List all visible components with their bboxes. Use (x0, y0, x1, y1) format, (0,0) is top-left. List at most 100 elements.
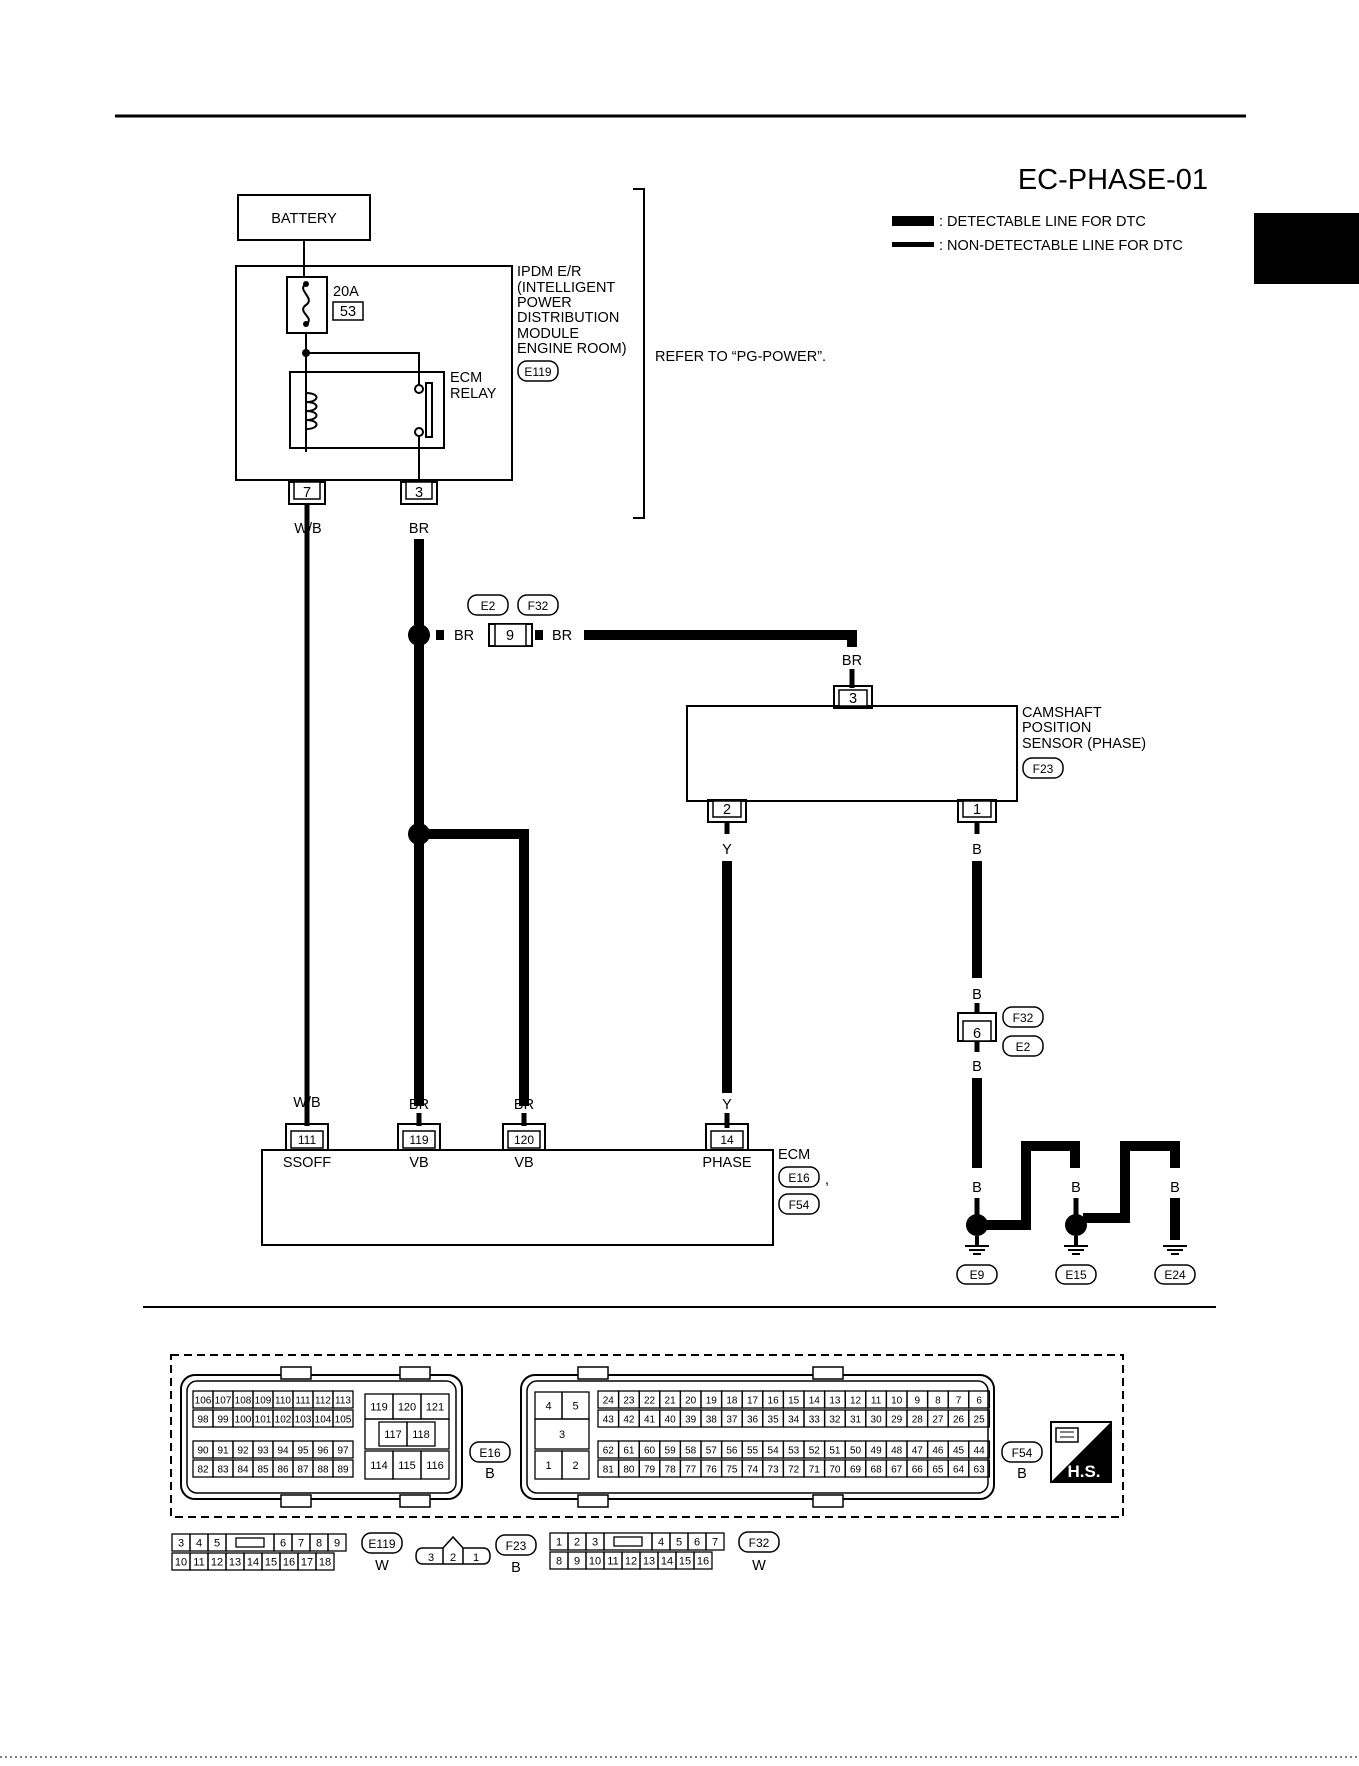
f54-pin-71: 71 (809, 1465, 821, 1476)
f54-pin-41: 41 (644, 1415, 656, 1426)
ecm-label: ECM (778, 1147, 810, 1163)
f32-pin-10: 10 (589, 1556, 601, 1568)
svg-text:F23: F23 (1033, 762, 1054, 776)
e16-pin-82: 82 (197, 1465, 209, 1476)
f23-pin-2: 2 (450, 1552, 456, 1564)
relay-box (289, 371, 445, 449)
svg-text:E2: E2 (481, 599, 496, 613)
f54-pin-74: 74 (747, 1465, 759, 1476)
f23-tag (495, 1534, 537, 1556)
legend-thin-line (892, 242, 934, 247)
f23-color: B (511, 1560, 521, 1576)
f54-pin-57: 57 (706, 1446, 718, 1457)
e16-pin-101: 101 (255, 1415, 272, 1426)
e16-pin-85: 85 (257, 1465, 269, 1476)
f54-pin-69: 69 (850, 1465, 862, 1476)
svg-text:E2: E2 (1016, 1040, 1031, 1054)
wire-color-y-top: Y (722, 842, 732, 858)
svg-text:ENGINE ROOM): ENGINE ROOM) (517, 341, 627, 357)
e16-pin-114: 114 (370, 1460, 388, 1472)
f54-pin-56: 56 (726, 1446, 738, 1457)
e16-pin-96: 96 (317, 1446, 329, 1457)
e16-pin-93: 93 (257, 1446, 269, 1457)
f54-pin-51: 51 (829, 1446, 841, 1457)
svg-text:POSITION: POSITION (1022, 720, 1091, 736)
ground-splice-e15 (1065, 1214, 1087, 1236)
f54-pin-58: 58 (685, 1446, 697, 1457)
svg-text:(INTELLIGENT: (INTELLIGENT (517, 280, 615, 296)
f54-pin-35: 35 (768, 1415, 780, 1426)
e16-pin-99: 99 (217, 1415, 229, 1426)
wire-color-b-joint-top: B (972, 987, 982, 1003)
relay-coil (305, 392, 318, 430)
f54-pin-78: 78 (665, 1465, 677, 1476)
f54-pin-44-cell (968, 1440, 991, 1459)
e16-pin-109: 109 (255, 1396, 272, 1407)
f32-pin-8: 8 (556, 1556, 562, 1568)
e16-pin-107: 107 (215, 1396, 232, 1407)
e119-pin-6: 6 (280, 1538, 286, 1550)
f32-pin-16-cell (693, 1551, 713, 1570)
e16-pin-104: 104 (315, 1415, 332, 1426)
e16-pin-118-cell (406, 1421, 436, 1447)
e16-pin-102: 102 (275, 1415, 292, 1426)
f54-pin-3-cell (534, 1418, 590, 1450)
e16-pin-113-cell (332, 1390, 354, 1409)
f54-pin-21: 21 (665, 1396, 677, 1407)
f54-pin-54: 54 (768, 1446, 780, 1457)
wire-color-b-g2: B (1022, 1180, 1032, 1196)
f54-pin-1: 1 (545, 1460, 551, 1472)
svg-text:F32: F32 (528, 599, 549, 613)
connector-views-frame (170, 1354, 1124, 1518)
e16-pin-117: 117 (384, 1429, 402, 1441)
e16-pin-83: 83 (217, 1465, 229, 1476)
splice-br-upper (408, 624, 430, 646)
f54-pin-70: 70 (829, 1465, 841, 1476)
f54-pin-72: 72 (788, 1465, 800, 1476)
svg-text:IPDM E/R: IPDM E/R (517, 264, 581, 280)
f54-pin-32: 32 (829, 1415, 841, 1426)
f54-pin-24: 24 (603, 1396, 615, 1407)
f54-pin-13: 13 (829, 1396, 841, 1407)
e16-tag (469, 1441, 511, 1463)
f54-pin-9: 9 (915, 1396, 921, 1407)
wire-color-b-g1: B (972, 1180, 982, 1196)
legend-detectable: : DETECTABLE LINE FOR DTC (939, 214, 1146, 230)
hs-badge: H.S. (1050, 1421, 1112, 1483)
f54-pin-33: 33 (809, 1415, 821, 1426)
f54-pin-29: 29 (891, 1415, 903, 1426)
f54-color: B (1017, 1466, 1027, 1482)
e119-tag (361, 1532, 403, 1554)
e16-pin-113: 113 (335, 1396, 351, 1407)
ecm-terminal-vb-120: VB (514, 1155, 533, 1171)
e119-pin-8: 8 (316, 1538, 322, 1550)
e16-pin-86: 86 (277, 1465, 289, 1476)
ground-bus-1 (985, 1141, 1080, 1230)
wire-color-b-g5: B (1170, 1180, 1180, 1196)
sensor-pin-2: 2 (723, 802, 731, 818)
f32-pin-4: 4 (658, 1537, 664, 1549)
e119-pin-10: 10 (175, 1557, 187, 1569)
e16-pin-90: 90 (197, 1446, 209, 1457)
wire-color-br-top: BR (409, 521, 429, 537)
f54-pin-11: 11 (871, 1396, 882, 1407)
e16-pin-120: 120 (398, 1402, 416, 1414)
f54-pin-22: 22 (644, 1396, 656, 1407)
e119-color: W (375, 1558, 389, 1574)
e16-pin-88: 88 (317, 1465, 329, 1476)
e16-pin-98: 98 (197, 1415, 209, 1426)
e16-pin-87: 87 (297, 1465, 309, 1476)
diagram-title: EC-PHASE-01 (1018, 164, 1208, 196)
f54-pin-26: 26 (953, 1415, 965, 1426)
e119-pin-5: 5 (214, 1538, 220, 1550)
connector-f23: 3 2 1 (415, 1535, 491, 1565)
f54-pin-15: 15 (788, 1396, 800, 1407)
f54-pin-2-cell (561, 1450, 590, 1480)
ground-symbol-e15 (1064, 1236, 1088, 1255)
f54-pin-59: 59 (665, 1446, 677, 1457)
svg-text:SENSOR (PHASE): SENSOR (PHASE) (1022, 736, 1146, 752)
f54-pin-19: 19 (706, 1396, 718, 1407)
e119-pin-14: 14 (247, 1557, 259, 1569)
